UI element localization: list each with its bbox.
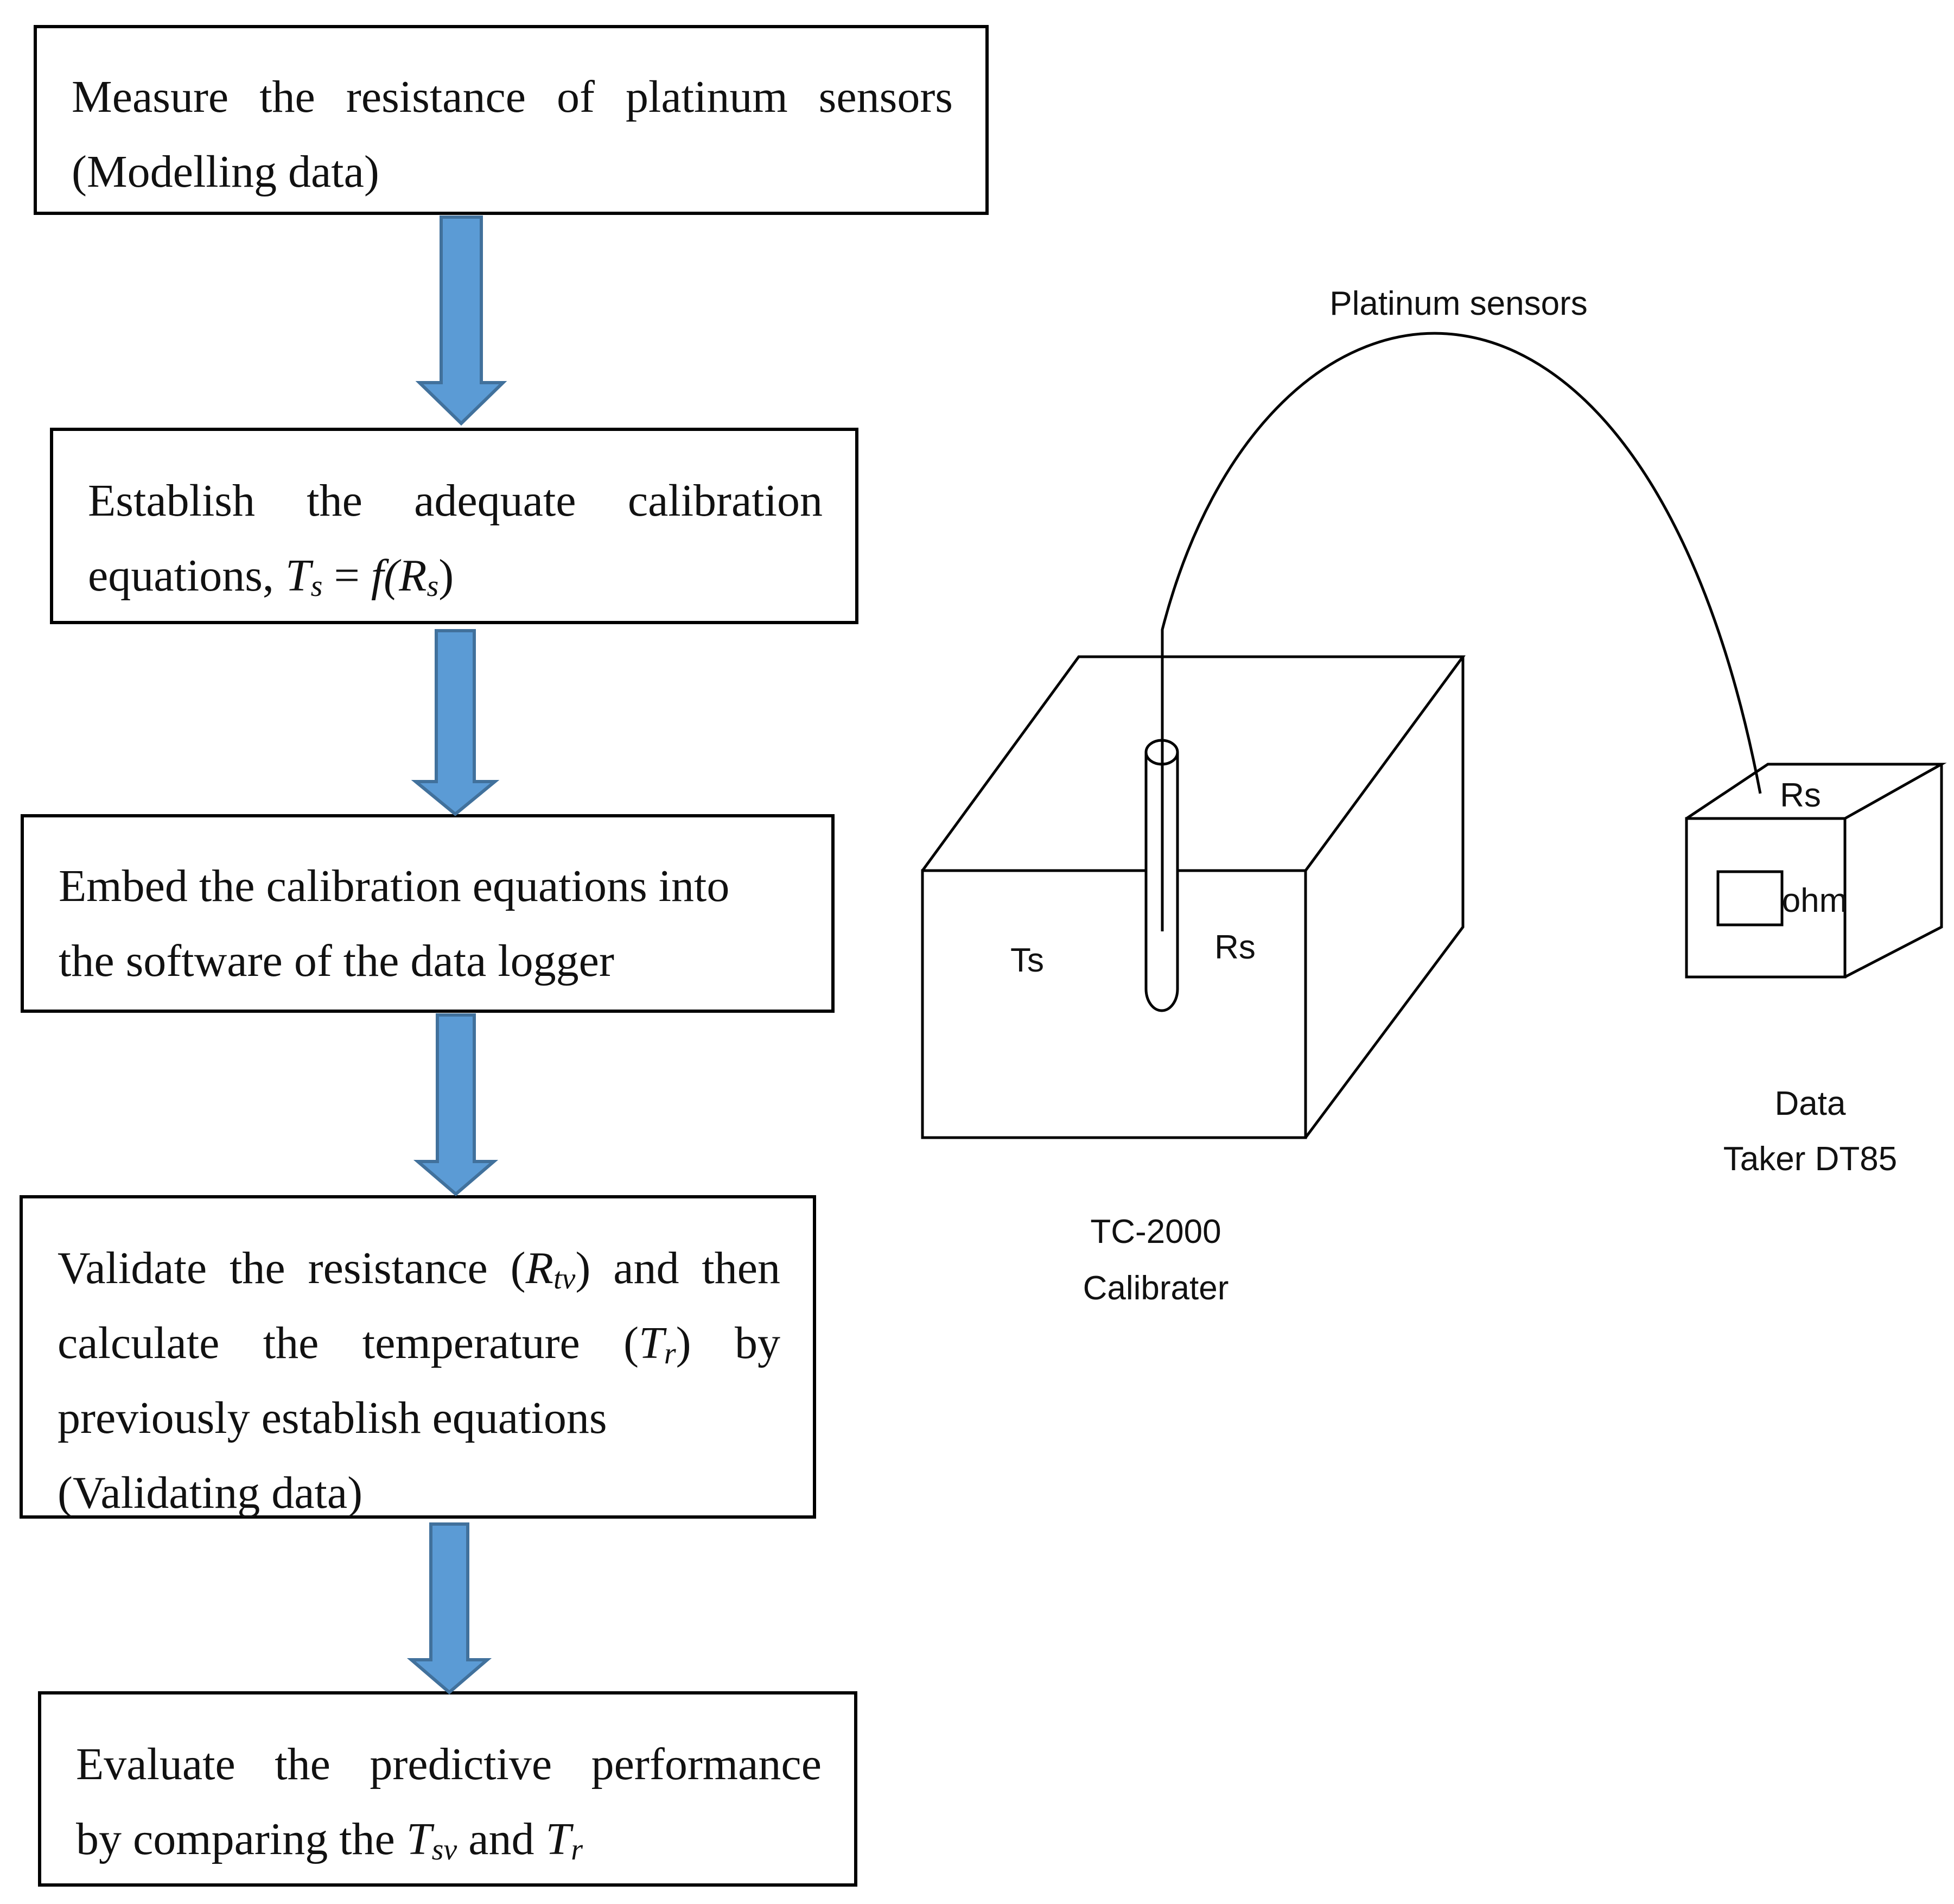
- validate-rtv-sub: tv: [553, 1262, 576, 1296]
- down-arrow-2: [411, 629, 500, 816]
- step-validate-line1: Validate the resistance (Rtv) and then: [58, 1231, 780, 1306]
- step-establish-text: equations,: [88, 550, 285, 601]
- compare-text: by comparing the: [76, 1814, 406, 1864]
- step-evaluate-box: Evaluate the predictive performance by c…: [38, 1691, 857, 1887]
- compare-tsv-sub: sv: [431, 1833, 457, 1867]
- eq-close: ): [438, 550, 454, 601]
- step-embed-line1: Embed the calibration equations into: [59, 861, 730, 911]
- validate-text-a: Validate the resistance (: [58, 1243, 526, 1293]
- logger-front-face: [1685, 817, 1847, 979]
- step-validate-box: Validate the resistance (Rtv) and then c…: [20, 1195, 816, 1519]
- eq-ts-sub: s: [310, 569, 323, 603]
- compare-tsv-var: T: [406, 1814, 432, 1864]
- step-establish-line1: Establish the adequate calibration: [88, 475, 823, 526]
- step-evaluate-line1: Evaluate the predictive performance: [76, 1739, 822, 1789]
- calc-text-a: calculate the temperature (: [58, 1318, 639, 1368]
- flow-arrows: [406, 215, 507, 1694]
- calibrator-ts-label: Ts: [1010, 942, 1044, 979]
- step-establish-line2: equations, Ts = f(Rs): [88, 538, 823, 613]
- down-arrow-3: [413, 1013, 499, 1196]
- calc-tr-var: T: [639, 1318, 664, 1368]
- sensor-cable: [1161, 332, 1762, 931]
- logger-top-edges: [1685, 763, 1947, 820]
- down-arrow-1: [415, 215, 507, 426]
- step-measure-line1: Measure the resistance of platinum senso…: [72, 72, 953, 122]
- logger-name-line2: Taker DT85: [1723, 1140, 1897, 1178]
- data-logger-device: [1685, 763, 1947, 979]
- eq-equals: =: [322, 550, 371, 601]
- logger-display: [1716, 870, 1784, 926]
- platinum-sensors-label: Platinum sensors: [1329, 285, 1588, 322]
- logger-name-line1: Data: [1775, 1085, 1846, 1122]
- calibrator-rs-label: Rs: [1214, 929, 1256, 966]
- logger-unit-label: ohm: [1782, 882, 1848, 919]
- down-arrow-4: [406, 1522, 492, 1694]
- step-evaluate-line2: by comparing the Tsv and Tr: [76, 1802, 822, 1877]
- step-validate-line2: calculate the temperature (Tr) by: [58, 1306, 780, 1381]
- compare-tr-sub: r: [571, 1833, 583, 1867]
- eq-f: f: [371, 550, 384, 601]
- eq-ts-var: T: [285, 550, 311, 601]
- validate-rtv-var: R: [525, 1243, 553, 1293]
- validate-text-b: ) and then: [575, 1243, 780, 1293]
- calibrator-name-line1: TC-2000: [1090, 1213, 1221, 1251]
- compare-and: and: [457, 1814, 546, 1864]
- eq-rs-var: R: [399, 550, 427, 601]
- step-embed-line2: the software of the data logger: [59, 936, 614, 986]
- step-validate-line3: previously establish equations: [58, 1393, 607, 1443]
- compare-tr-var: T: [545, 1814, 571, 1864]
- step-measure-line2: (Modelling data): [72, 147, 379, 197]
- step-measure-box: Measure the resistance of platinum senso…: [34, 25, 989, 215]
- calc-tr-sub: r: [664, 1337, 676, 1370]
- logger-rs-label: Rs: [1780, 777, 1821, 814]
- calibrator-front-face: [921, 869, 1307, 1139]
- eq-rs-sub: s: [427, 569, 439, 603]
- step-embed-box: Embed the calibration equations into the…: [21, 814, 835, 1013]
- logger-side-edges: [1844, 764, 1943, 979]
- calibrator-device: [921, 655, 1466, 1139]
- calibrator-name-line2: Calibrater: [1083, 1270, 1229, 1307]
- step-establish-box: Establish the adequate calibration equat…: [50, 428, 858, 624]
- step-validate-line4: (Validating data): [58, 1468, 363, 1518]
- calibrator-top-edges: [921, 655, 1466, 872]
- calc-text-b: ) by: [676, 1318, 780, 1368]
- calibrator-side-edges: [1304, 657, 1465, 1139]
- eq-open: (: [384, 550, 399, 601]
